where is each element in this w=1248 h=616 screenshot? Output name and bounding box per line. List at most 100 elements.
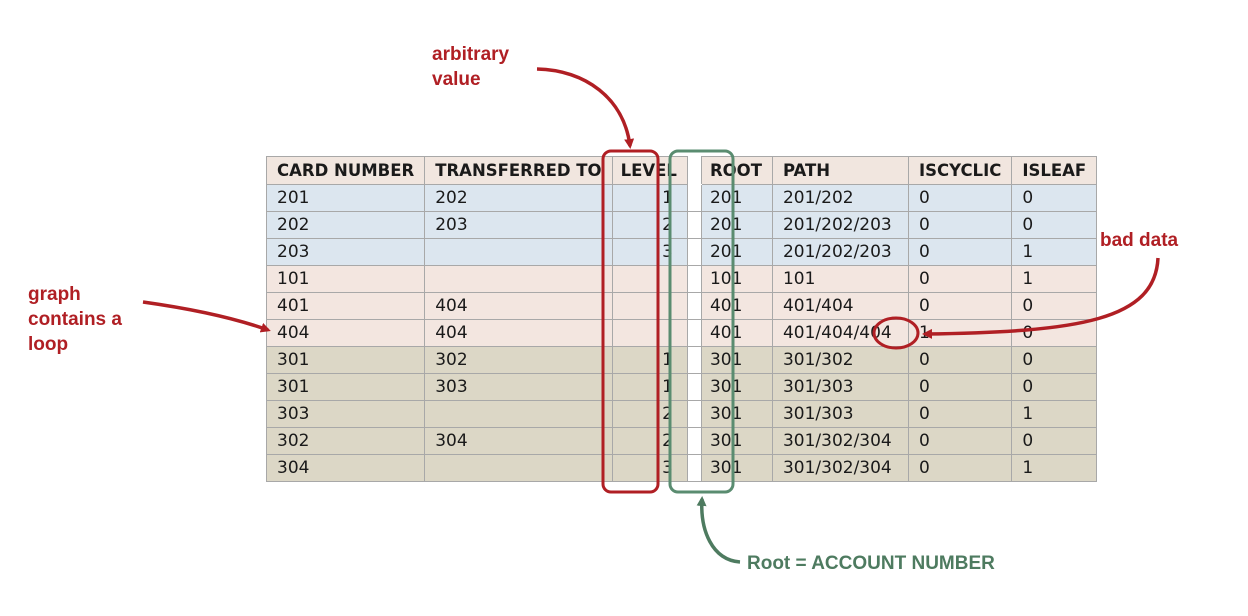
header-level: LEVEL [611, 156, 688, 185]
cell-iscyclic: 0 [907, 400, 1013, 428]
cell-path: 201/202 [771, 184, 909, 212]
cell-level: 3 [611, 454, 688, 482]
cell-spacer [686, 238, 702, 266]
annotation-loop-line3: loop [28, 334, 69, 355]
cell-isleaf: 0 [1011, 373, 1098, 401]
cell-card-number: 401 [265, 292, 426, 320]
cell-spacer [686, 211, 702, 239]
cell-path: 301/302/304 [771, 427, 909, 455]
cell-isleaf: 0 [1011, 346, 1098, 374]
cell-iscyclic: 0 [907, 373, 1013, 401]
cell-root: 301 [700, 373, 773, 401]
cell-transferred-to: 302 [424, 346, 613, 374]
cell-transferred-to: 304 [424, 427, 613, 455]
annotation-arbitrary-value: arbitrary value [432, 42, 509, 92]
cell-level: 2 [611, 427, 688, 455]
cell-iscyclic: 0 [907, 292, 1013, 320]
cell-path: 101 [771, 265, 909, 293]
cell-transferred-to: 202 [424, 184, 613, 212]
cell-root: 301 [700, 454, 773, 482]
header-root: ROOT [700, 156, 773, 185]
cell-root: 101 [700, 265, 773, 293]
cell-level: 2 [611, 400, 688, 428]
cell-card-number: 301 [265, 373, 426, 401]
cell-iscyclic: 0 [907, 427, 1013, 455]
cell-path: 201/202/203 [771, 211, 909, 239]
header-spacer [686, 156, 702, 185]
cell-isleaf: 0 [1011, 427, 1098, 455]
cell-transferred-to: 203 [424, 211, 613, 239]
header-transferred-to: TRANSFERRED TO [424, 156, 613, 185]
cell-iscyclic: 1 [907, 319, 1013, 347]
table-header-row: CARD NUMBER TRANSFERRED TO LEVEL ROOT PA… [265, 156, 1098, 185]
transfer-table: CARD NUMBER TRANSFERRED TO LEVEL ROOT PA… [265, 156, 1098, 482]
cell-root: 301 [700, 400, 773, 428]
cell-root: 401 [700, 319, 773, 347]
cell-transferred-to [424, 400, 613, 428]
cell-root: 301 [700, 427, 773, 455]
arrow-arbitrary-value [536, 67, 635, 149]
arrow-graph-loop [142, 300, 271, 333]
cell-root: 201 [700, 211, 773, 239]
cell-isleaf: 0 [1011, 211, 1098, 239]
cell-path: 301/303 [771, 373, 909, 401]
cell-iscyclic: 0 [907, 454, 1013, 482]
cell-isleaf: 0 [1011, 184, 1098, 212]
cell-spacer [686, 292, 702, 320]
cell-level: 3 [611, 238, 688, 266]
cell-root: 301 [700, 346, 773, 374]
cell-card-number: 203 [265, 238, 426, 266]
cell-transferred-to: 404 [424, 292, 613, 320]
cell-level [611, 292, 688, 320]
cell-card-number: 202 [265, 211, 426, 239]
cell-isleaf: 1 [1011, 454, 1098, 482]
cell-path: 401/404/404 [771, 319, 909, 347]
cell-level [611, 265, 688, 293]
cell-transferred-to [424, 265, 613, 293]
cell-card-number: 404 [265, 319, 426, 347]
cell-spacer [686, 454, 702, 482]
cell-iscyclic: 0 [907, 346, 1013, 374]
annotation-graph-loop: graph contains a loop [28, 282, 122, 357]
header-isleaf: ISLEAF [1011, 156, 1098, 185]
cell-card-number: 304 [265, 454, 426, 482]
cell-root: 201 [700, 238, 773, 266]
cell-card-number: 302 [265, 427, 426, 455]
cell-spacer [686, 184, 702, 212]
cell-spacer [686, 346, 702, 374]
cell-spacer [686, 427, 702, 455]
cell-root: 401 [700, 292, 773, 320]
cell-level [611, 319, 688, 347]
cell-isleaf: 1 [1011, 265, 1098, 293]
cell-iscyclic: 0 [907, 265, 1013, 293]
header-iscyclic: ISCYCLIC [907, 156, 1013, 185]
cell-card-number: 101 [265, 265, 426, 293]
cell-isleaf: 0 [1011, 319, 1098, 347]
cell-card-number: 201 [265, 184, 426, 212]
cell-level: 2 [611, 211, 688, 239]
cell-transferred-to: 404 [424, 319, 613, 347]
cell-level: 1 [611, 184, 688, 212]
header-card-number: CARD NUMBER [265, 156, 426, 185]
header-path: PATH [771, 156, 909, 185]
cell-isleaf: 0 [1011, 292, 1098, 320]
cell-transferred-to: 303 [424, 373, 613, 401]
cell-root: 201 [700, 184, 773, 212]
cell-card-number: 303 [265, 400, 426, 428]
cell-iscyclic: 0 [907, 184, 1013, 212]
cell-iscyclic: 0 [907, 238, 1013, 266]
cell-path: 301/303 [771, 400, 909, 428]
